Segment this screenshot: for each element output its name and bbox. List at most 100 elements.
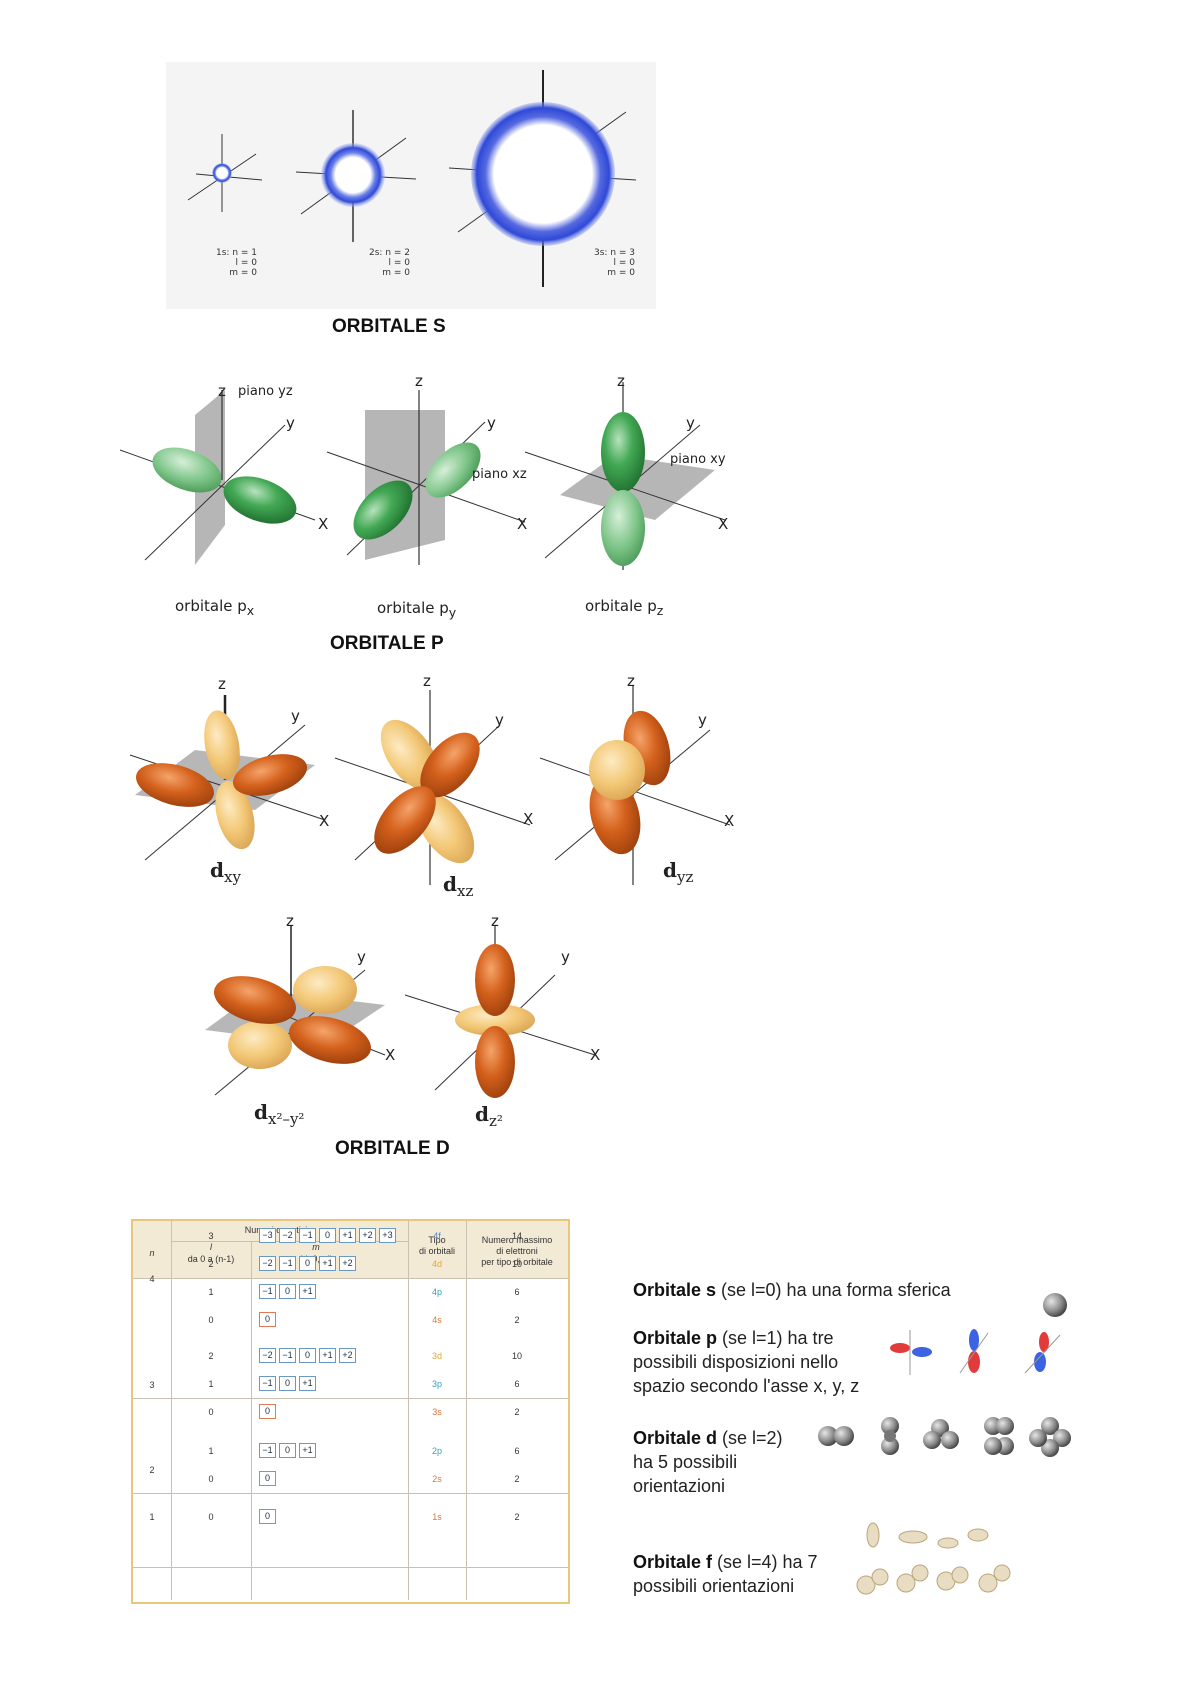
label-1s: 1s: n = 1 l = 0 m = 0: [216, 248, 258, 278]
header-m: m: [312, 1242, 320, 1252]
orbital-dxy: [129, 695, 326, 861]
cell-m: 0: [259, 1404, 279, 1419]
m-value-box: 0: [259, 1404, 276, 1419]
dxy-axis-y: y: [291, 707, 300, 725]
m-value-box: 0: [259, 1509, 276, 1524]
caption-dxy: dxy: [210, 858, 241, 886]
cell-n: 3: [149, 1380, 155, 1390]
info-orbitale-p: Orbitale p (se l=1) ha tre possibili dis…: [633, 1328, 860, 1396]
orbital-icons-sp: [890, 1293, 1067, 1375]
cell-l: 1: [208, 1446, 214, 1456]
caption-dxz: dxz: [443, 872, 474, 900]
cell-max: 2: [514, 1474, 520, 1484]
cell-tipo: 3d: [431, 1351, 442, 1361]
info-orbitale-f: Orbitale f (se l=4) ha 7 possibili orien…: [633, 1552, 818, 1596]
cell-n: 4: [149, 1274, 155, 1284]
header-l-sub: da 0 a (n-1): [187, 1254, 235, 1264]
m-value-box: −2: [259, 1348, 276, 1363]
title-orbitale-p: ORBITALE P: [330, 633, 444, 654]
d-icon-2: [881, 1417, 899, 1455]
m-value-box: 0: [299, 1348, 316, 1363]
cell-l: 0: [208, 1407, 214, 1417]
orbital-dyz: [539, 685, 731, 885]
cell-l: 2: [208, 1351, 214, 1361]
m-value-box: +1: [299, 1284, 316, 1299]
m-value-box: +1: [339, 1228, 356, 1243]
cell-l: 3: [208, 1231, 214, 1241]
cell-tipo: 3s: [432, 1407, 442, 1417]
dxz-axis-y: y: [495, 711, 504, 729]
cell-n: 1: [149, 1512, 155, 1522]
cell-tipo: 2s: [432, 1474, 442, 1484]
pz-axis-x: X: [718, 515, 729, 533]
orbital-icons-f: [856, 1522, 1011, 1595]
m-value-box: −2: [259, 1256, 276, 1271]
px-axis-x: X: [318, 515, 329, 533]
pz-icon: [1024, 1332, 1061, 1374]
orbital-dz2: [404, 925, 596, 1098]
m-value-box: +2: [359, 1228, 376, 1243]
orbital-px: [119, 390, 316, 565]
cell-l: 0: [208, 1512, 214, 1522]
header-tipo: Tipo: [428, 1235, 446, 1245]
py-axis-x: X: [517, 515, 528, 533]
cell-l: 2: [208, 1259, 214, 1269]
m-value-box: +1: [319, 1348, 336, 1363]
header-tipo-sub: di orbitali: [418, 1246, 456, 1256]
title-orbitale-d: ORBITALE D: [335, 1138, 450, 1159]
dx2y2-axis-x: X: [385, 1046, 396, 1064]
m-value-box: 0: [279, 1284, 296, 1299]
title-orbitale-s: ORBITALE S: [332, 316, 446, 337]
info-orbitale-s: Orbitale s (se l=0) ha una forma sferica: [633, 1280, 951, 1300]
m-value-box: 0: [259, 1312, 276, 1327]
m-value-box: −1: [299, 1228, 316, 1243]
dyz-axis-y: y: [698, 711, 707, 729]
quantum-numbers-table: Numeri quantici n l da 0 a (n-1) m (-l, …: [131, 1219, 570, 1604]
dyz-axis-z: z: [627, 672, 635, 690]
dxy-axis-z: z: [218, 675, 226, 693]
cell-n: 2: [149, 1465, 155, 1475]
m-value-box: −1: [259, 1376, 276, 1391]
header-max-sub2: per tipo di orbitale: [481, 1257, 553, 1267]
cell-l: 0: [208, 1315, 214, 1325]
cell-l: 1: [208, 1379, 214, 1389]
orbital-2s: [295, 110, 417, 242]
m-value-box: +2: [339, 1348, 356, 1363]
m-value-box: 0: [299, 1256, 316, 1271]
m-value-box: −2: [279, 1228, 296, 1243]
m-value-box: +1: [299, 1443, 316, 1458]
caption-dyz: dyz: [663, 858, 694, 886]
m-value-box: −1: [279, 1256, 296, 1271]
caption-py: orbitale py: [377, 599, 457, 620]
label-2s: 2s: n = 2 l = 0 m = 0: [369, 248, 411, 278]
cell-tipo: 2p: [431, 1446, 442, 1456]
cell-tipo: 4d: [431, 1259, 442, 1269]
px-axis-y: y: [286, 414, 295, 432]
cell-max: 6: [514, 1379, 520, 1389]
dxz-axis-z: z: [423, 672, 431, 690]
dz2-axis-y: y: [561, 948, 570, 966]
cell-max: 2: [514, 1512, 520, 1522]
header-l: l: [210, 1242, 212, 1252]
px-icon: [890, 1330, 932, 1375]
m-value-box: −1: [279, 1348, 296, 1363]
pz-plane-label: piano xy: [670, 452, 726, 467]
orbital-3s: [448, 70, 637, 287]
m-value-box: +1: [319, 1256, 336, 1271]
cell-max: 6: [514, 1446, 520, 1456]
m-value-box: −1: [259, 1443, 276, 1458]
cell-max: 2: [514, 1315, 520, 1325]
dxz-axis-x: X: [523, 810, 534, 828]
py-axis-z: z: [415, 372, 423, 390]
m-value-box: +1: [299, 1376, 316, 1391]
orbital-dxz: [334, 690, 531, 885]
caption-pz: orbitale pz: [585, 597, 664, 618]
caption-dx2y2: dx²–y²: [254, 1100, 305, 1128]
cell-tipo: 4p: [431, 1287, 442, 1297]
cell-l: 0: [208, 1474, 214, 1484]
py-icon: [959, 1329, 989, 1374]
cell-max: 2: [514, 1407, 520, 1417]
cell-m: 0: [259, 1312, 279, 1327]
